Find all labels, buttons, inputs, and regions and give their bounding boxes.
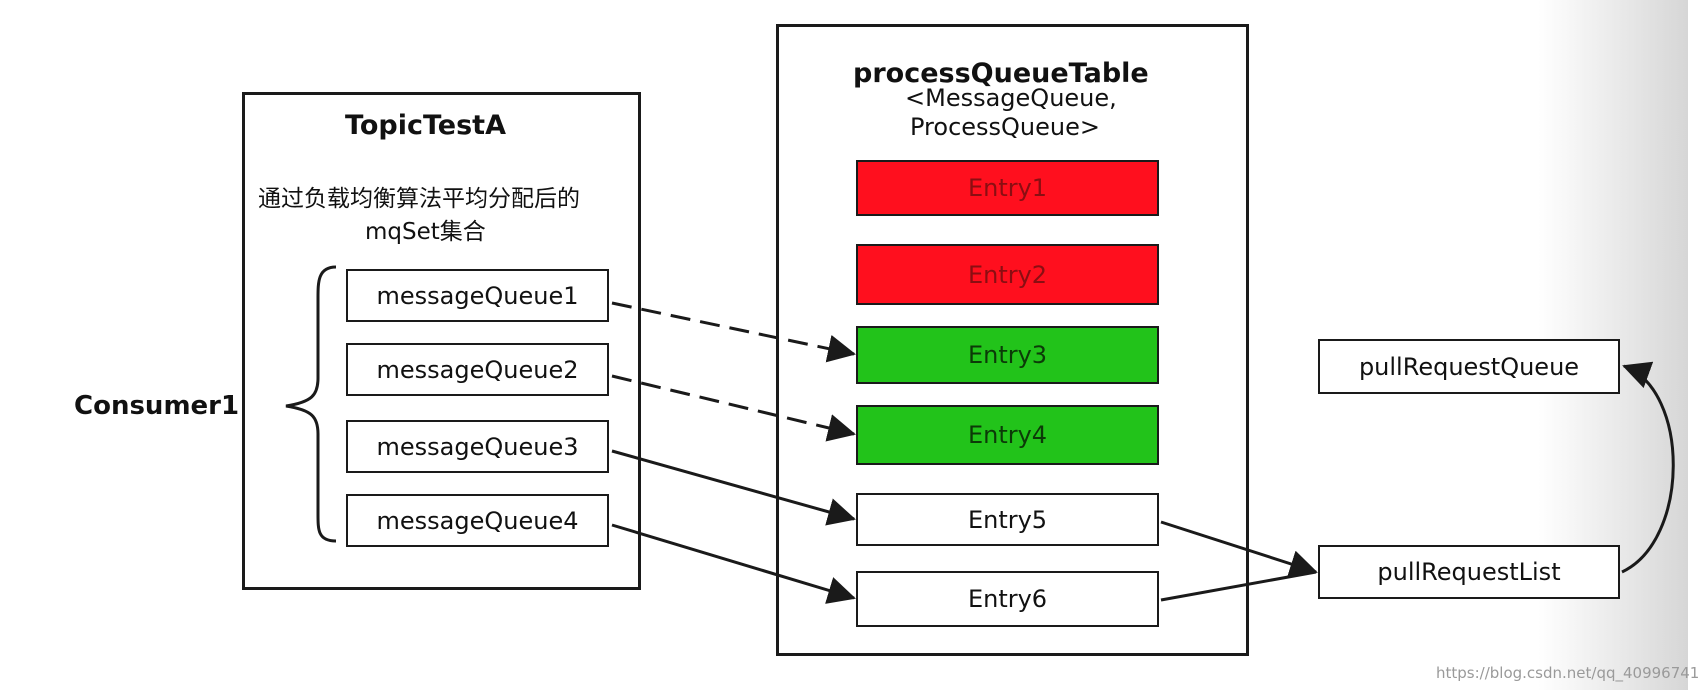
message-queue-3: messageQueue3 (346, 420, 609, 473)
entry-5: Entry5 (856, 493, 1159, 546)
watermark: https://blog.csdn.net/qq_40996741 (1436, 664, 1699, 682)
pull-request-queue: pullRequestQueue (1318, 339, 1620, 394)
consumer-label: Consumer1 (74, 391, 240, 421)
topic-description-line2: mqSet集合 (365, 219, 486, 245)
message-queue-2: messageQueue2 (346, 343, 609, 396)
pull-request-list: pullRequestList (1318, 545, 1620, 599)
entry-1: Entry1 (856, 160, 1159, 216)
topic-description-line1: 通过负载均衡算法平均分配后的 (258, 186, 580, 212)
arrow-entry5-pulllist (1160, 520, 1318, 578)
message-queue-4: messageQueue4 (346, 494, 609, 547)
arrow-pulllist-pullqueue (1621, 361, 1675, 574)
dashed-arrow-mq2-entry4 (611, 374, 856, 442)
table-title: processQueueTable (853, 58, 1149, 89)
table-subtitle-line1: <MessageQueue, (905, 84, 1117, 112)
entry-4: Entry4 (856, 405, 1159, 465)
entry-3: Entry3 (856, 326, 1159, 384)
entry-2: Entry2 (856, 244, 1159, 305)
topic-title: TopicTestA (345, 110, 506, 141)
table-subtitle-line2: ProcessQueue> (910, 113, 1100, 141)
arrow-mq3-entry5 (611, 449, 856, 526)
arrow-entry6-pulllist (1160, 570, 1317, 602)
message-queue-1: messageQueue1 (346, 269, 609, 322)
consumer-brace (285, 265, 337, 543)
dashed-arrow-mq1-entry3 (611, 301, 856, 363)
entry-6: Entry6 (856, 571, 1159, 627)
arrow-mq4-entry6 (611, 523, 856, 604)
